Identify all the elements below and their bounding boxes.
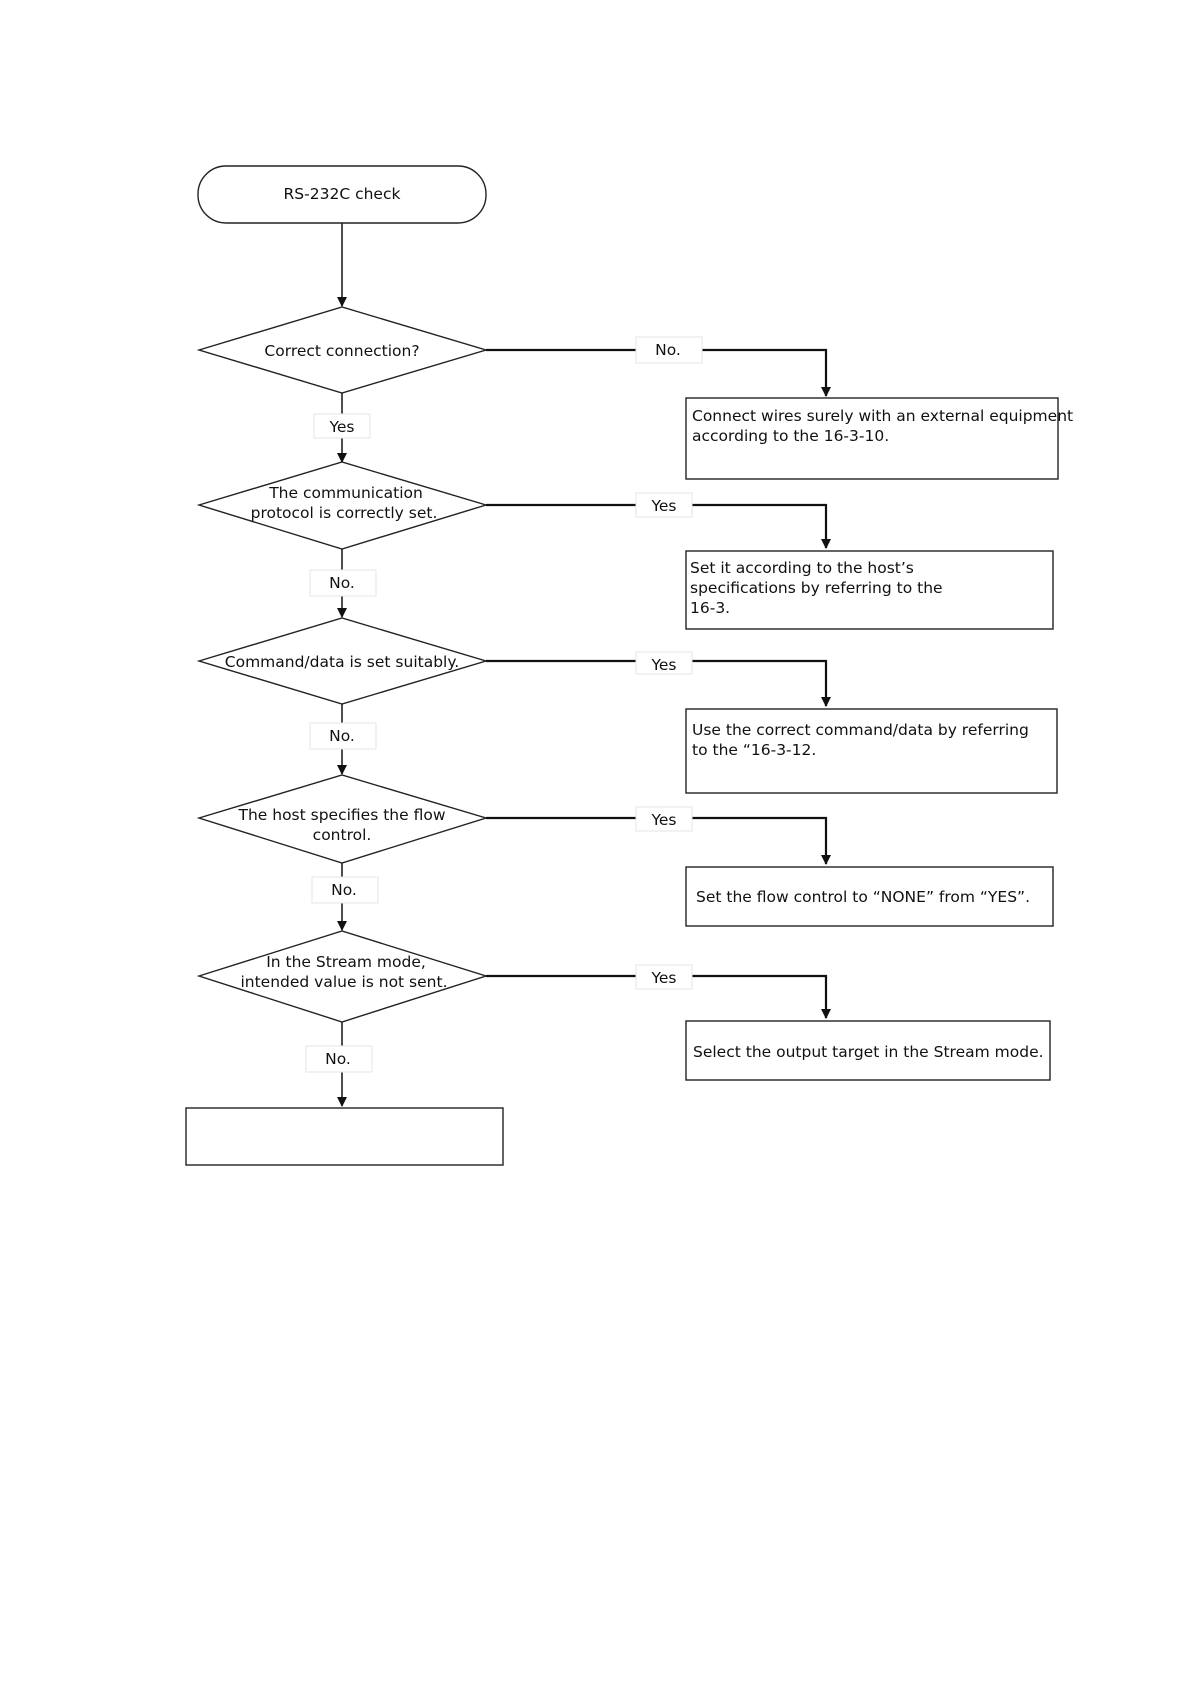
svg-text:Set the flow control to “NONE”: Set the flow control to “NONE” from “YES… <box>696 888 1030 906</box>
decision-2-line-2: protocol is correctly set. <box>251 504 438 522</box>
decision-5-line-2: intended value is not sent. <box>240 973 447 991</box>
decision-correct-connection: Correct connection? <box>196 306 489 394</box>
decision-4-line-1: The host specifies the flow <box>237 806 445 824</box>
connector-d5-a5 <box>486 974 831 1019</box>
branch-label-d2-right: Yes <box>635 492 693 518</box>
svg-text:Yes: Yes <box>650 811 676 829</box>
decision-command-data: Command/data is set suitably. <box>196 617 489 705</box>
branch-label-d1-right: No. <box>635 336 703 364</box>
action-select-output-target: Select the output target in the Stream m… <box>685 1020 1051 1081</box>
action-correct-command: Use the correct command/data by referrin… <box>685 708 1058 794</box>
branch-label-d4-down: No. <box>311 876 379 904</box>
decision-3-line-1: Command/data is set suitably. <box>225 653 459 671</box>
decision-5-line-1: In the Stream mode, <box>266 953 426 971</box>
svg-text:16-3.: 16-3. <box>690 599 730 617</box>
branch-label-d5-right: Yes <box>635 964 693 990</box>
decision-1-line-1: Correct connection? <box>264 342 419 360</box>
decision-2-line-1: The communication <box>268 484 423 502</box>
branch-label-d5-down: No. <box>305 1045 373 1073</box>
action-set-protocol: Set it according to the host’s specifica… <box>685 550 1054 630</box>
connector-d1-a1 <box>486 348 831 397</box>
branch-label-d3-down: No. <box>309 722 377 750</box>
svg-text:specifications by referring to: specifications by referring to the <box>690 579 943 597</box>
svg-text:Set it according to the host’s: Set it according to the host’s <box>690 559 914 577</box>
connector-d3-a3 <box>486 659 831 707</box>
svg-text:Yes: Yes <box>328 418 354 436</box>
svg-text:Yes: Yes <box>650 656 676 674</box>
svg-text:Select the output target in th: Select the output target in the Stream m… <box>693 1043 1044 1061</box>
action-set-flow-control: Set the flow control to “NONE” from “YES… <box>685 866 1054 927</box>
svg-text:No.: No. <box>325 1050 351 1068</box>
branch-label-d4-right: Yes <box>635 806 693 832</box>
start-label: RS-232C check <box>284 185 401 203</box>
connector-d2-a2 <box>486 503 831 549</box>
svg-text:Yes: Yes <box>650 969 676 987</box>
decision-stream-mode: In the Stream mode, intended value is no… <box>196 930 489 1023</box>
svg-text:Connect wires surely with an e: Connect wires surely with an external eq… <box>692 407 1073 425</box>
branch-label-d1-down: Yes <box>313 413 371 439</box>
end-box <box>185 1107 504 1166</box>
svg-text:No.: No. <box>329 727 355 745</box>
svg-text:No.: No. <box>329 574 355 592</box>
svg-text:Use the correct command/data b: Use the correct command/data by referrin… <box>692 721 1029 739</box>
svg-text:Yes: Yes <box>650 497 676 515</box>
decision-protocol-set: The communication protocol is correctly … <box>196 461 489 550</box>
svg-text:No.: No. <box>655 341 681 359</box>
svg-text:according to the 16-3-10.: according to the 16-3-10. <box>692 427 889 445</box>
start-terminator: RS-232C check <box>197 165 487 224</box>
svg-text:No.: No. <box>331 881 357 899</box>
svg-text:to the “16-3-12.: to the “16-3-12. <box>692 741 816 759</box>
branch-label-d2-down: No. <box>309 569 377 597</box>
action-connect-wires: Connect wires surely with an external eq… <box>685 397 1073 480</box>
decision-flow-control: The host specifies the flow control. <box>196 774 489 864</box>
connector-d4-a4 <box>486 816 831 865</box>
decision-4-line-2: control. <box>313 826 372 844</box>
branch-label-d3-right: Yes <box>635 651 693 675</box>
